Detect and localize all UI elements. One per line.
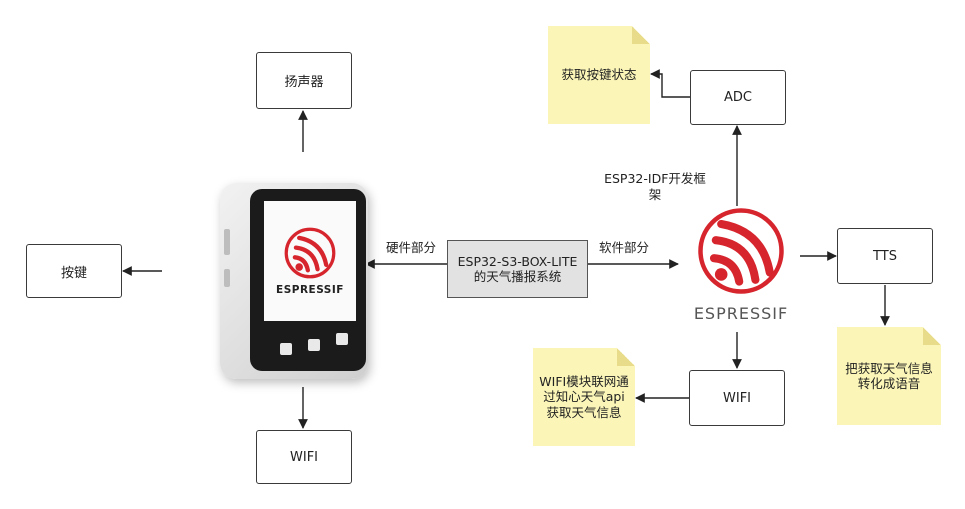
keys-node: 按键: [26, 244, 122, 298]
wifi-info-note: WIFI模块联网通过知心天气api获取天气信息: [533, 348, 635, 446]
wifi-right-node: WIFI: [689, 370, 785, 426]
device-button-2: [308, 339, 320, 351]
arrow-adc-to-note: [650, 69, 690, 98]
key-state-note: 获取按键状态: [548, 26, 650, 124]
device-image: ESPRESSIF: [220, 183, 370, 381]
software-label: 软件部分: [599, 240, 650, 255]
espressif-mark-icon: [284, 227, 336, 279]
espressif-logo-text: ESPRESSIF: [693, 304, 789, 323]
wifi-left-node-label: WIFI: [290, 449, 318, 465]
espressif-logo-icon: [698, 208, 784, 294]
device-button-3: [336, 333, 348, 345]
key-state-note-text: 获取按键状态: [561, 67, 637, 83]
adc-node: ADC: [690, 70, 786, 125]
system-node-label: ESP32-S3-BOX-LITE的天气播报系统: [457, 254, 578, 284]
wifi-info-note-text: WIFI模块联网通过知心天气api获取天气信息: [539, 373, 629, 420]
wifi-right-node-label: WIFI: [723, 390, 751, 406]
system-node: ESP32-S3-BOX-LITE的天气播报系统: [447, 240, 588, 298]
wifi-left-node: WIFI: [256, 430, 352, 484]
adc-node-label: ADC: [724, 90, 752, 105]
speaker-node: 扬声器: [256, 52, 352, 109]
speaker-node-label: 扬声器: [284, 75, 324, 90]
espressif-logo: ESPRESSIF: [686, 206, 796, 332]
tts-node: TTS: [837, 228, 933, 284]
framework-label: ESP32-IDF开发框架: [604, 171, 706, 202]
device-screen-logo-text: ESPRESSIF: [276, 284, 344, 296]
device-side-button: [224, 269, 230, 287]
tts-node-label: TTS: [873, 248, 897, 264]
device-button-1: [280, 343, 292, 355]
hardware-label: 硬件部分: [386, 240, 437, 255]
tts-info-note: 把获取天气信息转化成语音: [837, 327, 941, 425]
tts-info-note-text: 把获取天气信息转化成语音: [845, 360, 933, 391]
device-screen: ESPRESSIF: [264, 201, 356, 321]
device-side-port: [224, 229, 230, 255]
keys-node-label: 按键: [60, 265, 87, 281]
